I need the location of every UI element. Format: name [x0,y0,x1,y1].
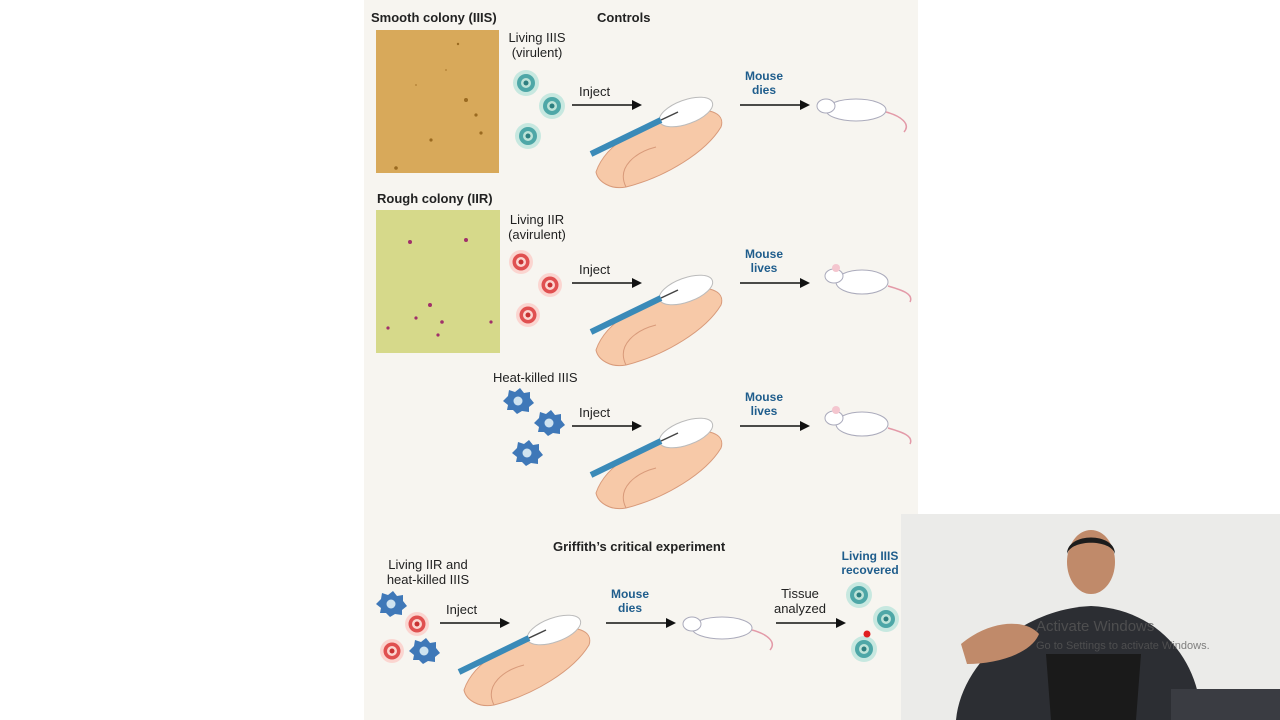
hand-syringe-mouse-icon [589,96,723,189]
activation-watermark-sub: Go to Settings to activate Windows. [1036,640,1210,652]
arrow-icon [740,100,810,110]
arrow-icon [740,278,810,288]
inject-label: Inject [579,405,611,420]
arrow-icon [740,421,810,431]
virulent-cells [510,68,565,158]
arrow-icon [572,278,642,288]
dead-mouse-icon [816,98,907,133]
activation-watermark: Activate Windows [1036,618,1155,635]
heat-killed-iiis-label: Heat-killed IIIS [493,370,578,385]
living-iiis-label: Living IIIS(virulent) [508,30,566,60]
critical-experiment-header: Griffith’s critical experiment [553,539,726,554]
avirulent-cell-icon [380,639,404,663]
heat-killed-cells [500,388,565,468]
hand-syringe-mouse-icon [457,614,591,707]
arrow-icon [572,421,642,431]
inject-label: Inject [579,84,611,99]
smooth-colony-label: Smooth colony (IIIS) [371,10,497,25]
virulent-cell-icon [513,70,565,149]
avirulent-cells [507,248,562,330]
presenter-video [901,514,1280,720]
hand-syringe-mouse-icon [589,274,723,367]
rough-colony-label: Rough colony (IIR) [377,191,493,206]
living-mouse-icon [824,406,912,445]
rough-colony-plate [376,210,500,353]
arrow-icon [776,618,846,628]
griffith-figure: Smooth colony (IIIS) Controls Living III… [364,0,918,720]
dead-mouse-icon [682,616,773,651]
inject-label: Inject [446,602,478,617]
webcam-overlay: Activate Windows Go to Settings to activ… [901,514,1280,720]
inject-label: Inject [579,262,611,277]
living-mouse-icon [824,264,912,303]
avirulent-cell-icon [509,250,562,327]
heat-killed-cell-icon [376,591,407,617]
arrow-icon [572,100,642,110]
smooth-colony-plate [376,30,499,173]
hand-syringe-mouse-icon [589,417,723,510]
living-iir-label: Living IIR(avirulent) [508,212,566,242]
heat-killed-cell-icon [503,388,565,466]
heat-killed-cell-icon [409,638,440,664]
avirulent-cell-icon [405,612,429,636]
controls-header: Controls [597,10,651,25]
arrow-icon [606,618,676,628]
arrow-icon [440,618,510,628]
recovered-cells-icon [846,582,899,662]
mixed-cells [374,590,444,666]
